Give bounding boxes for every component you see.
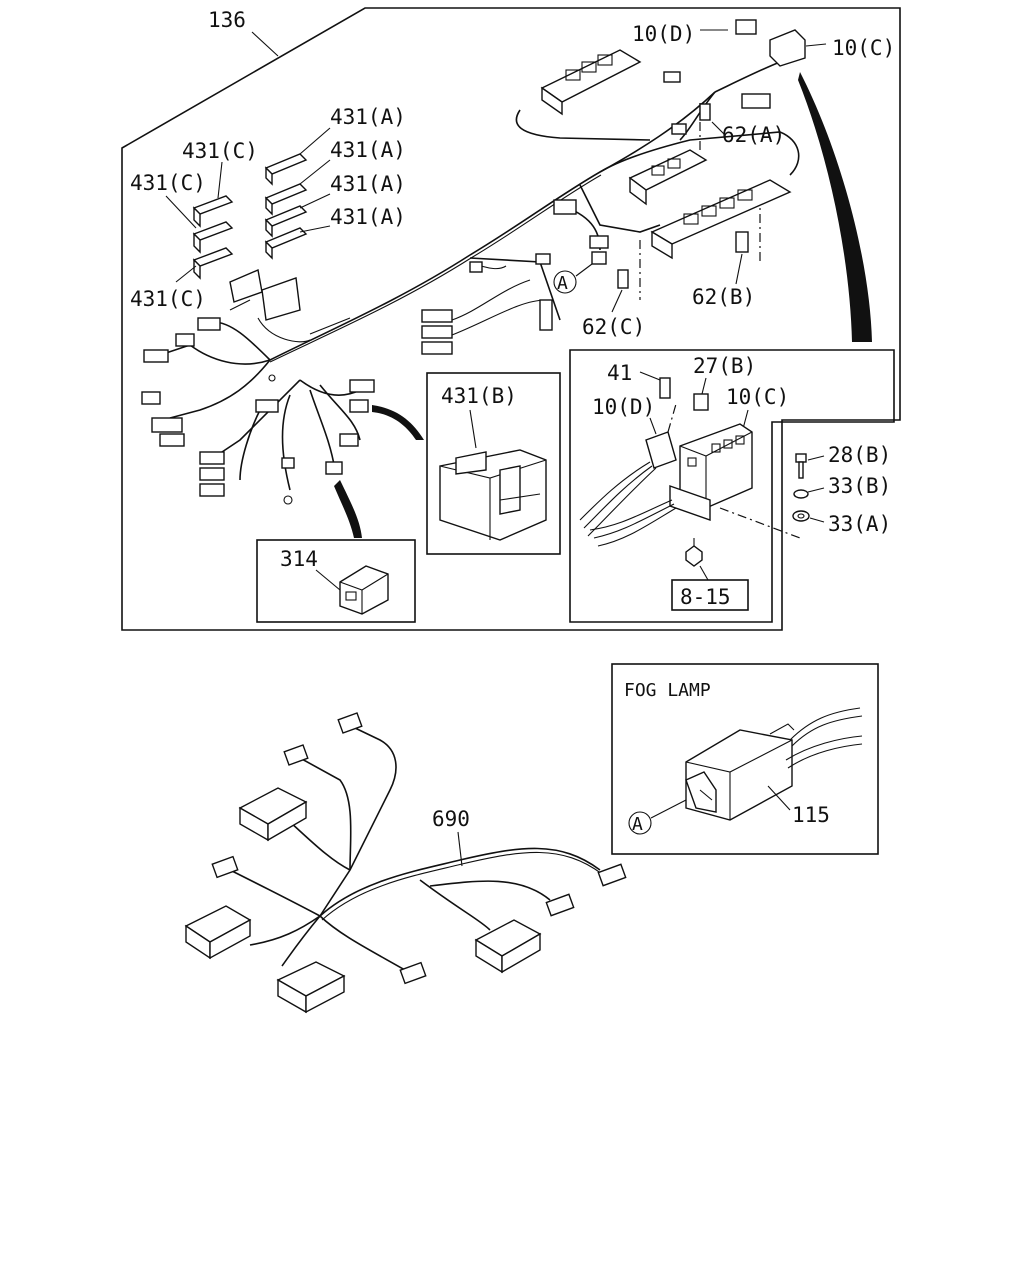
fuse-block-strip-1	[540, 49, 642, 116]
label-431c-2: 431(C)	[130, 171, 206, 195]
label-431a-1: 431(A)	[330, 105, 406, 129]
ref-box-8-15	[671, 579, 749, 611]
label-41: 41	[607, 361, 632, 385]
label-115: 115	[792, 803, 830, 827]
label-33a: 33(A)	[828, 512, 891, 536]
fuse-block-strip-3	[650, 179, 792, 260]
ref-a-circle-upper	[553, 270, 577, 294]
label-431a-4: 431(A)	[330, 205, 406, 229]
part-27b	[693, 393, 709, 411]
label-690: 690	[432, 807, 470, 831]
label-8-15: 8-15	[680, 585, 731, 609]
label-28b: 28(B)	[828, 443, 891, 467]
ref-a-circle-fog	[628, 811, 652, 835]
label-431b: 431(B)	[441, 384, 517, 408]
label-10d-detail: 10(D)	[592, 395, 655, 419]
label-431a-3: 431(A)	[330, 172, 406, 196]
connector-10c-top	[769, 29, 806, 67]
hardware-bolts: 28(B) 33(B) 33(A)	[792, 443, 891, 536]
fog-lamp-detail-box: FOG LAMP A 115	[611, 663, 879, 855]
label-10d-top: 10(D)	[632, 22, 695, 46]
fog-lamp-title: FOG LAMP	[624, 680, 711, 701]
label-10c-detail: 10(C)	[726, 385, 789, 409]
label-431a-2: 431(A)	[330, 138, 406, 162]
module-box-4	[474, 919, 542, 974]
connector-62c	[617, 269, 629, 289]
label-62b: 62(B)	[692, 285, 755, 309]
fuse-block-strip-2	[628, 149, 708, 206]
connector-group-431a	[264, 153, 308, 260]
detail-box-relay-block: 41 27(B) 10(D) 10(C)	[579, 354, 801, 611]
label-62a: 62(A)	[722, 123, 785, 147]
part-41	[659, 377, 671, 399]
module-box-1	[238, 787, 308, 842]
connector-62b	[735, 231, 749, 253]
detail-box-431b: 431(B)	[426, 372, 561, 555]
connector-10d-top	[735, 19, 757, 35]
harness-136-assembly: 136	[121, 7, 901, 631]
connector-group-431c	[192, 195, 234, 280]
module-box-3	[276, 961, 346, 1014]
label-10c-top: 10(C)	[832, 36, 895, 60]
detail-pointer-wedge	[798, 72, 872, 342]
label-33b: 33(B)	[828, 474, 891, 498]
harness-690-assembly: 690	[184, 712, 627, 1014]
label-431c-1: 431(C)	[182, 139, 258, 163]
label-431c-3: 431(C)	[130, 287, 206, 311]
label-136: 136	[208, 8, 246, 32]
label-ref-a-upper: A	[557, 273, 568, 294]
module-box-2	[184, 905, 252, 960]
label-27b: 27(B)	[693, 354, 756, 378]
label-ref-a-fog: A	[632, 814, 643, 835]
detail-box-314: 314	[256, 539, 416, 623]
label-62c: 62(C)	[582, 315, 645, 339]
label-314: 314	[280, 547, 318, 571]
